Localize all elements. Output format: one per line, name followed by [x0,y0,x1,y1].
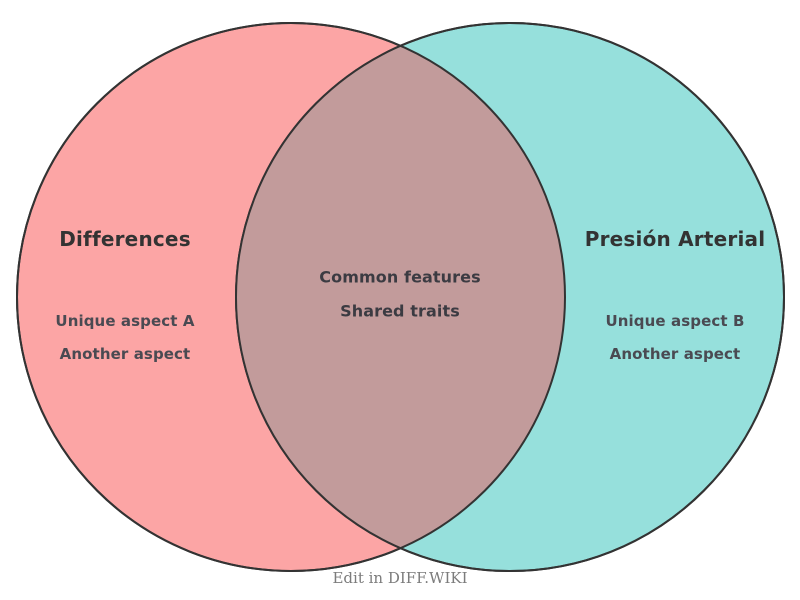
right-circle-outline [235,22,785,572]
intersection-region[interactable] [236,23,784,571]
left-circle-outline [16,22,566,572]
